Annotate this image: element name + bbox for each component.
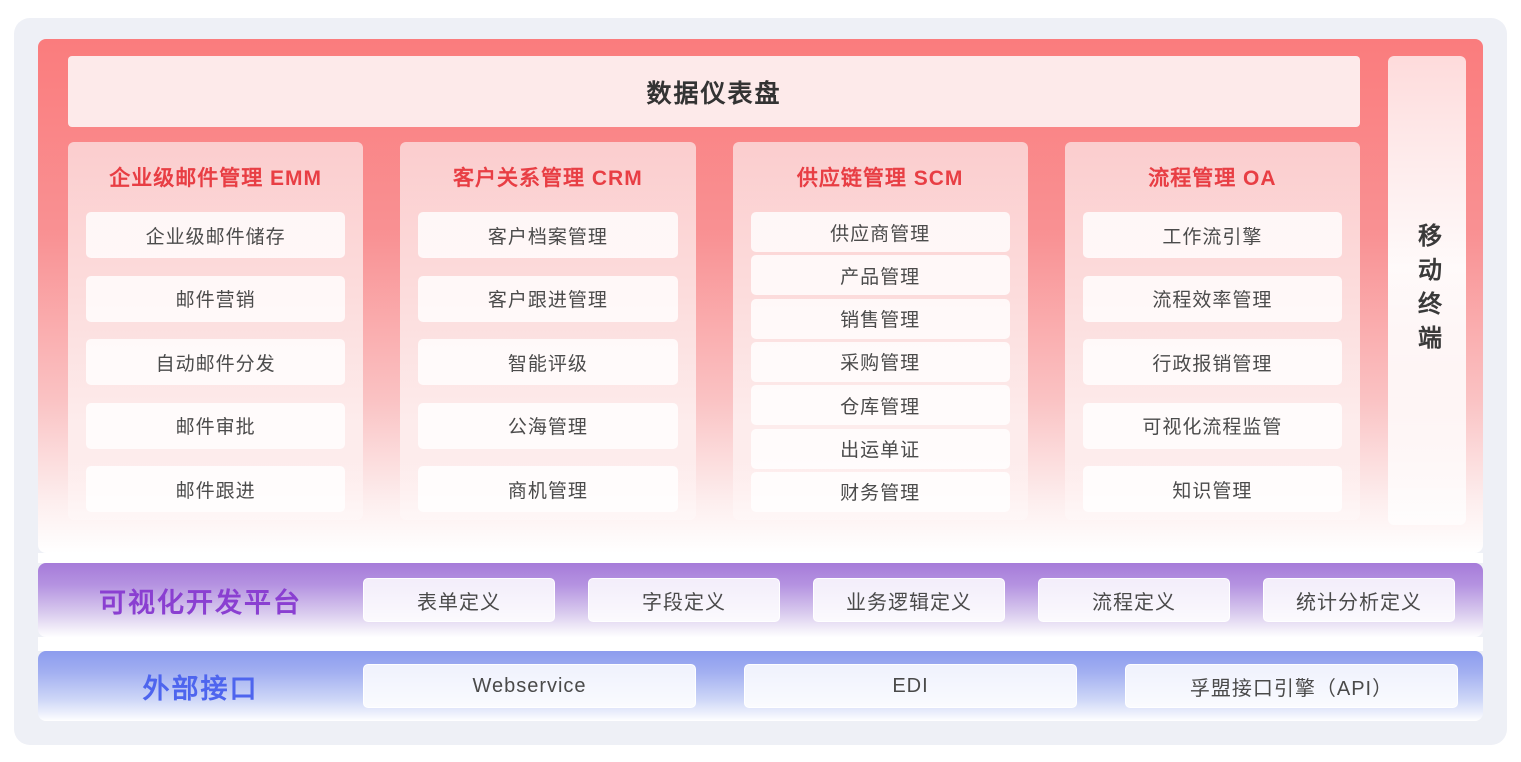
feature-box: 出运单证 bbox=[750, 428, 1010, 469]
feature-box: 采购管理 bbox=[750, 341, 1010, 382]
platform-box: 业务逻辑定义 bbox=[813, 578, 1005, 622]
module-oa-title: 流程管理 OA bbox=[1148, 167, 1277, 190]
module-oa: 流程管理 OA 工作流引擎 流程效率管理 行政报销管理 可视化流程监管 知识管理 bbox=[1064, 142, 1360, 520]
feature-box: 仓库管理 bbox=[750, 385, 1010, 426]
module-columns: 企业级邮件管理 EMM 企业级邮件储存 邮件营销 自动邮件分发 邮件审批 邮件跟… bbox=[68, 142, 1360, 520]
separator bbox=[38, 637, 1483, 651]
platform-box: 字段定义 bbox=[588, 578, 780, 622]
data-dashboard-title: 数据仪表盘 bbox=[646, 79, 782, 108]
feature-box: 邮件营销 bbox=[86, 275, 346, 322]
module-emm-title: 企业级邮件管理 EMM bbox=[109, 167, 323, 190]
interface-box: EDI bbox=[744, 664, 1077, 708]
feature-box: 商机管理 bbox=[418, 466, 678, 512]
diagram-card: 数据仪表盘 企业级邮件管理 EMM 企业级邮件储存 邮件营销 自动邮件分发 邮件… bbox=[14, 18, 1507, 745]
feature-box: 客户档案管理 bbox=[418, 212, 678, 258]
external-interface-title: 外部接口 bbox=[142, 673, 259, 704]
platform-box: 表单定义 bbox=[363, 578, 555, 622]
module-crm: 客户关系管理 CRM 客户档案管理 客户跟进管理 智能评级 公海管理 商机管理 bbox=[400, 142, 696, 520]
module-scm-items: 供应商管理 产品管理 销售管理 采购管理 仓库管理 出运单证 财务管理 bbox=[750, 212, 1010, 512]
feature-box: 知识管理 bbox=[1082, 466, 1342, 512]
interface-items: Webservice EDI 孚盟接口引擎（API） bbox=[363, 664, 1458, 708]
feature-box: 公海管理 bbox=[418, 402, 678, 449]
feature-box: 企业级邮件储存 bbox=[86, 212, 346, 258]
application-layer: 数据仪表盘 企业级邮件管理 EMM 企业级邮件储存 邮件营销 自动邮件分发 邮件… bbox=[38, 39, 1483, 553]
platform-box: 统计分析定义 bbox=[1263, 578, 1455, 622]
module-oa-items: 工作流引擎 流程效率管理 行政报销管理 可视化流程监管 知识管理 bbox=[1082, 212, 1342, 512]
interface-box: Webservice bbox=[363, 664, 696, 708]
feature-box: 财务管理 bbox=[750, 471, 1010, 512]
feature-box: 产品管理 bbox=[750, 255, 1010, 296]
separator bbox=[38, 553, 1483, 563]
feature-box: 可视化流程监管 bbox=[1082, 402, 1342, 449]
module-emm: 企业级邮件管理 EMM 企业级邮件储存 邮件营销 自动邮件分发 邮件审批 邮件跟… bbox=[68, 142, 364, 520]
module-scm-title: 供应链管理 SCM bbox=[796, 167, 964, 190]
data-dashboard-bar: 数据仪表盘 bbox=[68, 56, 1360, 127]
module-emm-items: 企业级邮件储存 邮件营销 自动邮件分发 邮件审批 邮件跟进 bbox=[86, 212, 346, 512]
visual-dev-platform-title: 可视化开发平台 bbox=[99, 587, 302, 618]
platform-items: 表单定义 字段定义 业务逻辑定义 流程定义 统计分析定义 bbox=[363, 578, 1455, 622]
feature-box: 智能评级 bbox=[418, 339, 678, 385]
feature-box: 邮件跟进 bbox=[86, 466, 346, 512]
feature-box: 邮件审批 bbox=[86, 402, 346, 449]
mobile-terminal-bar: 移动终端 bbox=[1388, 56, 1466, 525]
module-crm-title: 客户关系管理 CRM bbox=[453, 167, 643, 190]
platform-box: 流程定义 bbox=[1038, 578, 1230, 622]
feature-box: 供应商管理 bbox=[750, 212, 1010, 252]
feature-box: 销售管理 bbox=[750, 298, 1010, 339]
module-scm: 供应链管理 SCM 供应商管理 产品管理 销售管理 采购管理 仓库管理 出运单证… bbox=[732, 142, 1028, 520]
visual-dev-platform-band: 可视化开发平台 表单定义 字段定义 业务逻辑定义 流程定义 统计分析定义 bbox=[38, 563, 1483, 637]
feature-box: 自动邮件分发 bbox=[86, 339, 346, 385]
mobile-terminal-label: 移动终端 bbox=[1413, 222, 1441, 359]
feature-box: 客户跟进管理 bbox=[418, 275, 678, 322]
feature-box: 行政报销管理 bbox=[1082, 339, 1342, 385]
interface-box: 孚盟接口引擎（API） bbox=[1125, 664, 1458, 708]
feature-box: 流程效率管理 bbox=[1082, 275, 1342, 322]
module-crm-items: 客户档案管理 客户跟进管理 智能评级 公海管理 商机管理 bbox=[418, 212, 678, 512]
feature-box: 工作流引擎 bbox=[1082, 212, 1342, 258]
external-interface-band: 外部接口 Webservice EDI 孚盟接口引擎（API） bbox=[38, 651, 1483, 721]
